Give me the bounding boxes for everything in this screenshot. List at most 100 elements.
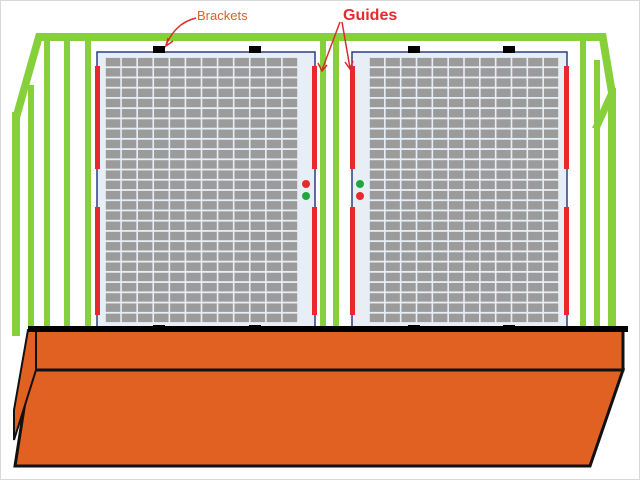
guide-rail [564, 207, 569, 315]
panel-cell [170, 282, 185, 292]
panel-cell [448, 221, 464, 231]
panel-cell [282, 242, 298, 251]
panel-cell [266, 109, 282, 118]
panel-cell [202, 252, 217, 261]
brackets-label: Brackets [197, 8, 248, 23]
panel-cell [528, 88, 543, 98]
alignment-dots [302, 180, 364, 200]
panel-cell [250, 242, 266, 251]
base-top-face [32, 328, 625, 372]
panel-cell [417, 262, 432, 271]
panel-cell [105, 282, 121, 292]
panel-cell [234, 231, 249, 241]
panel-cell [137, 160, 153, 169]
panel-cell [401, 201, 416, 210]
panel-cell [137, 282, 153, 292]
panel-cell [121, 262, 137, 271]
panel-cell [512, 139, 527, 149]
panel-cell [137, 242, 153, 251]
panel-cell [385, 201, 400, 210]
panel-cell [154, 252, 169, 261]
panel-cell [121, 119, 137, 128]
panel-cell [218, 139, 233, 149]
panel-cell [496, 313, 511, 323]
panel-cell [401, 221, 416, 231]
panel-cell [282, 57, 298, 67]
panel-cell [385, 231, 400, 241]
panel-cell [202, 190, 217, 200]
panel-cell [496, 109, 511, 118]
panel-cell [448, 272, 464, 282]
panel-cell [121, 149, 137, 159]
panel-cell [250, 119, 266, 128]
panel-cell [202, 78, 217, 87]
panel-cell [121, 68, 137, 77]
panel-cell [234, 272, 249, 282]
panel-cell [218, 57, 233, 67]
panel-cell [137, 272, 153, 282]
panel-cell [121, 139, 137, 149]
panel-cell [186, 160, 201, 169]
panel-cell [512, 57, 527, 67]
alignment-dot-red [356, 192, 364, 200]
panel-cell [234, 98, 249, 108]
panel-cell [234, 221, 249, 231]
panel-cell [543, 282, 559, 292]
panel-cell [528, 160, 543, 169]
panel-cell [234, 190, 249, 200]
panel-cell [121, 78, 137, 87]
panel-cell [448, 231, 464, 241]
panel-cell [282, 149, 298, 159]
panel-cell [170, 129, 185, 138]
panel-cell [369, 160, 385, 169]
panel-cell [480, 221, 495, 231]
panel-cell [234, 109, 249, 118]
panel-cell [105, 252, 121, 261]
panel-cell [369, 119, 385, 128]
panel-cell [385, 68, 400, 77]
panel-cell [282, 313, 298, 323]
panel-cell [121, 293, 137, 302]
panel-cell [218, 272, 233, 282]
panel-cell [218, 282, 233, 292]
panel-cell [512, 88, 527, 98]
panel-cell [234, 242, 249, 251]
panel-cell [543, 78, 559, 87]
panel-cell [250, 109, 266, 118]
panel-cell [480, 272, 495, 282]
panel-cell [170, 88, 185, 98]
panel-cell [186, 109, 201, 118]
panel-cell [369, 109, 385, 118]
panel-cell [369, 313, 385, 323]
panel-cell [528, 68, 543, 77]
panel-cell [401, 78, 416, 87]
panel-cell [512, 221, 527, 231]
panel-cell [137, 211, 153, 220]
panel-cell [543, 119, 559, 128]
panel-cell [480, 88, 495, 98]
panel-cell [266, 242, 282, 251]
panel-cell [369, 98, 385, 108]
panel-cell [464, 78, 480, 87]
panel-cell [105, 262, 121, 271]
panel-cell [385, 149, 400, 159]
panel-cell [186, 149, 201, 159]
panel-cell [464, 293, 480, 302]
panel-cell [417, 119, 432, 128]
panel-cell [234, 252, 249, 261]
panel-cell [218, 98, 233, 108]
panel-cell [282, 119, 298, 128]
panel-cell [250, 88, 266, 98]
panel-cell [528, 149, 543, 159]
panel-cell [266, 139, 282, 149]
panel-cell [496, 303, 511, 312]
panel-cell [282, 139, 298, 149]
panel-cell [417, 282, 432, 292]
solar-panel-right [351, 51, 568, 329]
panel-cell [464, 139, 480, 149]
panel-cell [105, 160, 121, 169]
panel-cell [186, 201, 201, 210]
panel-cell [250, 149, 266, 159]
panel-cell [154, 160, 169, 169]
